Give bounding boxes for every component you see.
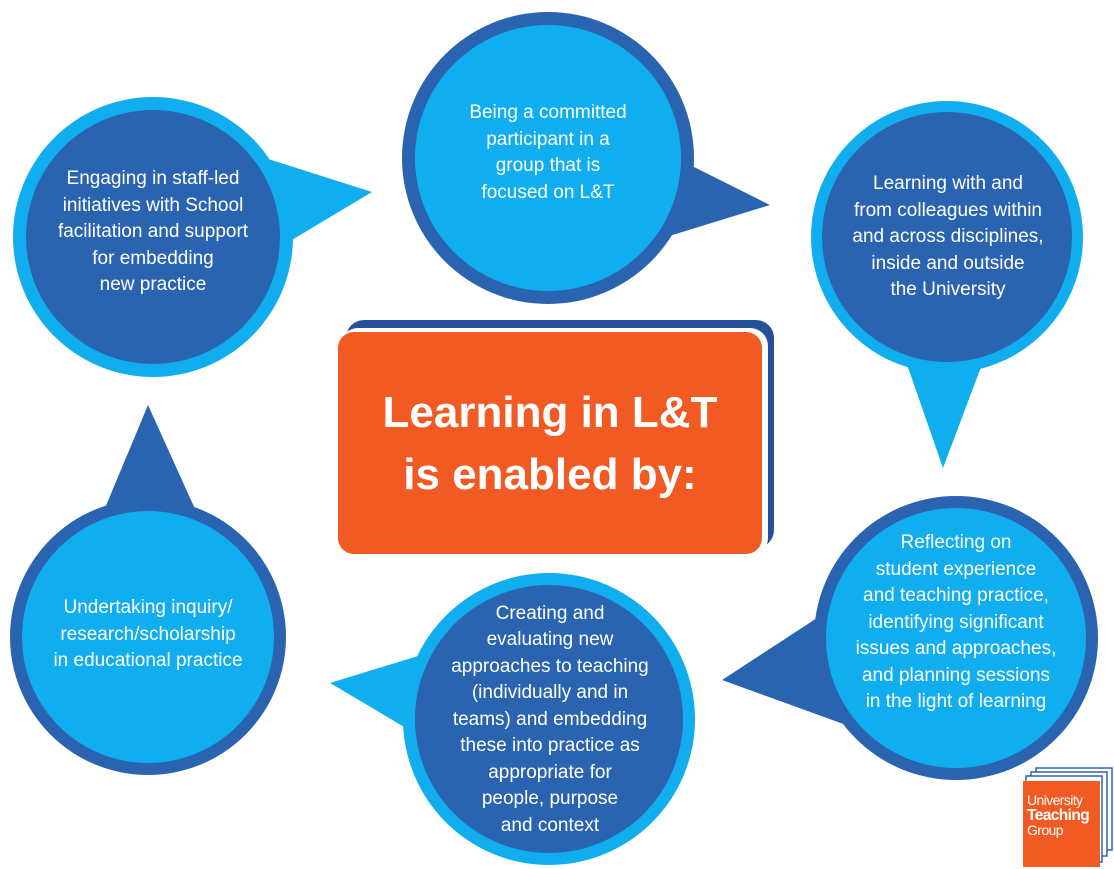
bubble-pointer (100, 405, 200, 520)
bubble-committed-participant (402, 12, 770, 304)
logo-line-3: Group (1027, 822, 1064, 838)
bubble-undertaking-inquiry (10, 405, 286, 775)
bubble-fill (822, 112, 1072, 362)
bubble-fill (415, 25, 681, 291)
bubble-engaging-initiatives (13, 97, 372, 377)
bubble-learning-with-colleagues (811, 101, 1083, 468)
bubble-fill (26, 110, 280, 364)
center-title: Learning in L&T is enabled by: (382, 388, 718, 499)
bubble-fill (826, 508, 1086, 768)
center-box-fill (338, 332, 762, 554)
logo-line-1: University (1027, 792, 1083, 808)
logo-line-2: Teaching (1027, 807, 1090, 824)
university-teaching-group-logo: University Teaching Group (1027, 793, 1103, 838)
bubble-fill (22, 511, 274, 763)
bubble-reflecting (722, 496, 1098, 780)
bubble-creating-evaluating (330, 573, 695, 865)
center-box (338, 320, 774, 556)
logo-stack (1023, 767, 1113, 867)
bubble-fill (415, 585, 683, 853)
logo-orange-block (1023, 781, 1100, 867)
